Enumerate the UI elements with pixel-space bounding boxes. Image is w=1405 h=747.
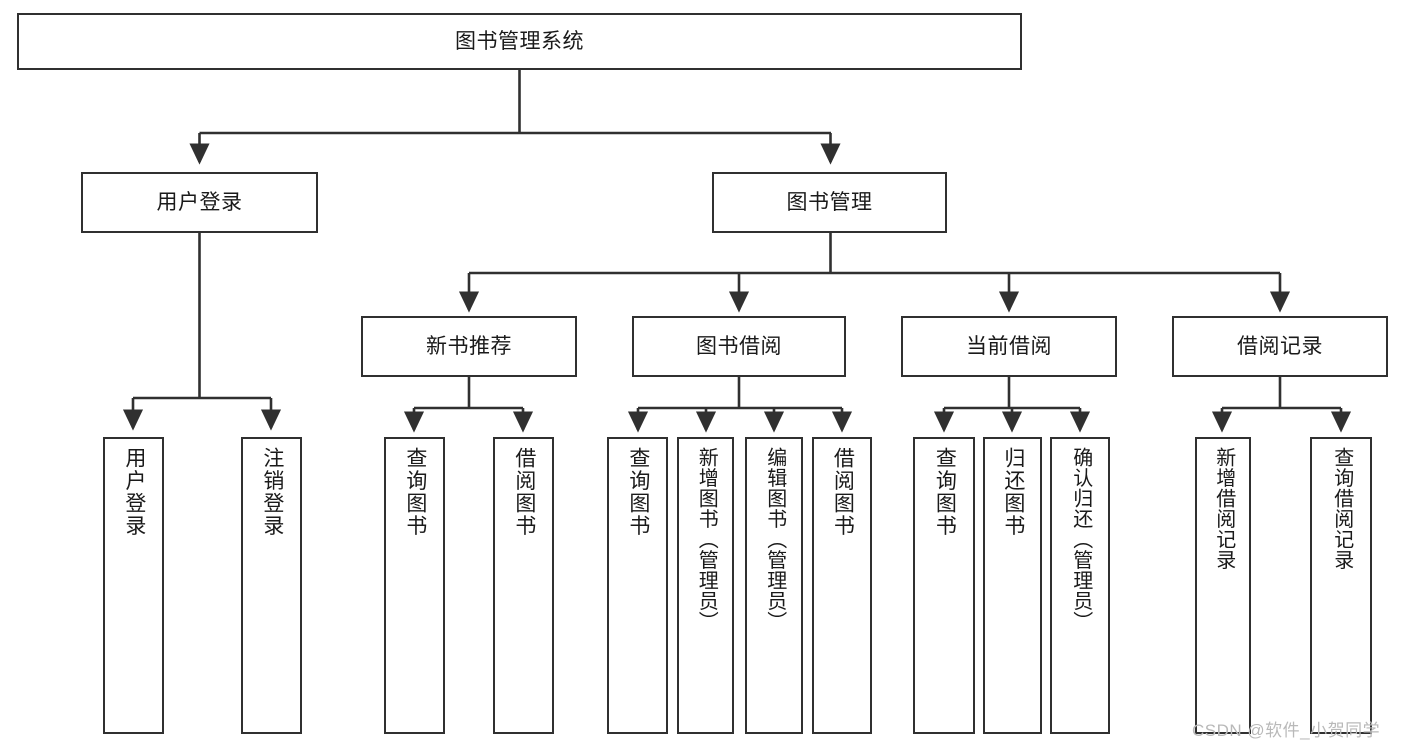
leaf-query-books-borrowing[interactable]: 查询图书 (607, 437, 668, 734)
node-label: 借阅图书 (512, 447, 536, 537)
node-current-borrowing[interactable]: 当前借阅 (901, 316, 1117, 377)
leaf-user-login[interactable]: 用户登录 (103, 437, 164, 734)
node-label: 用户登录 (122, 447, 146, 537)
leaf-query-borrow-record[interactable]: 查询借阅记录 (1310, 437, 1372, 734)
node-user-login[interactable]: 用户登录 (81, 172, 318, 233)
node-book-borrowing[interactable]: 图书借阅 (632, 316, 846, 377)
node-root-system[interactable]: 图书管理系统 (17, 13, 1022, 70)
leaf-query-books-recommendation[interactable]: 查询图书 (384, 437, 445, 734)
node-label: 查询图书 (626, 447, 650, 537)
node-label: 查询图书 (933, 447, 957, 537)
node-label: 当前借阅 (966, 334, 1052, 358)
node-new-book-recommendation[interactable]: 新书推荐 (361, 316, 577, 377)
node-label: 新书推荐 (426, 334, 512, 358)
leaf-edit-book-admin[interactable]: 编辑图书（管理员） (745, 437, 803, 734)
node-label: 图书管理系统 (455, 29, 584, 53)
node-label: 用户登录 (156, 190, 243, 214)
node-label: 新增借阅记录 (1212, 447, 1235, 570)
node-label: 确认归还（管理员） (1069, 447, 1092, 632)
node-label: 查询借阅记录 (1330, 447, 1353, 570)
leaf-return-books[interactable]: 归还图书 (983, 437, 1042, 734)
leaf-add-borrow-record[interactable]: 新增借阅记录 (1195, 437, 1251, 734)
node-label: 归还图书 (1001, 447, 1025, 537)
node-book-management[interactable]: 图书管理 (712, 172, 947, 233)
leaf-borrow-books-recommendation[interactable]: 借阅图书 (493, 437, 554, 734)
leaf-borrow-books-borrowing[interactable]: 借阅图书 (812, 437, 872, 734)
csdn-watermark: CSDN @软件_小贺同学 (1192, 721, 1381, 740)
node-label: 查询图书 (403, 447, 427, 537)
node-label: 借阅记录 (1237, 334, 1323, 358)
node-label: 注销登录 (260, 447, 284, 537)
node-label: 编辑图书（管理员） (763, 447, 786, 632)
leaf-confirm-return-admin[interactable]: 确认归还（管理员） (1050, 437, 1110, 734)
node-label: 图书借阅 (696, 334, 782, 358)
node-label: 图书管理 (786, 190, 873, 214)
node-label: 借阅图书 (831, 447, 855, 537)
leaf-query-books-current[interactable]: 查询图书 (913, 437, 975, 734)
node-label: 新增图书（管理员） (695, 447, 718, 632)
leaf-logout[interactable]: 注销登录 (241, 437, 302, 734)
leaf-add-book-admin[interactable]: 新增图书（管理员） (677, 437, 734, 734)
node-borrow-records[interactable]: 借阅记录 (1172, 316, 1388, 377)
